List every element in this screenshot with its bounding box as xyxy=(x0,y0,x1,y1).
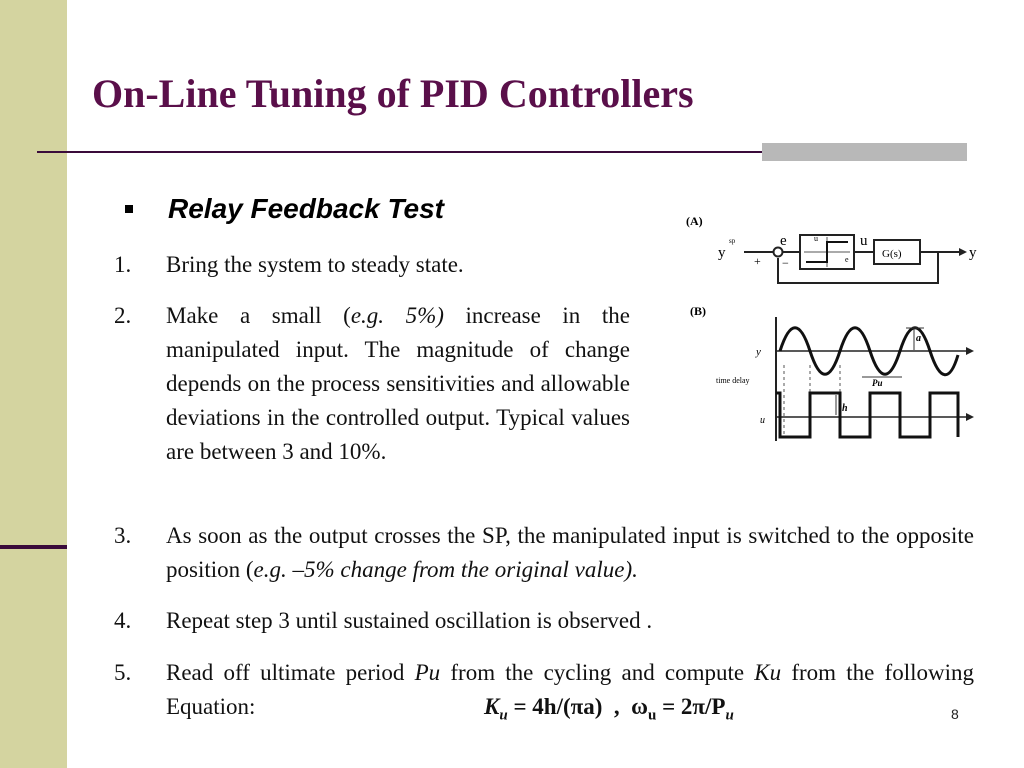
bullet-square-icon xyxy=(125,205,133,213)
y-plot-label: y xyxy=(755,346,761,358)
eq-k: K xyxy=(484,694,500,719)
y-oscillation-wave xyxy=(778,326,960,377)
step-text-part: increase in the manipulated input. The m… xyxy=(166,303,630,464)
step-number: 2. xyxy=(114,303,132,328)
step-number: 5. xyxy=(114,660,132,685)
eq-w: ω xyxy=(631,694,648,719)
slide-title: On-Line Tuning of PID Controllers xyxy=(92,71,694,116)
u-axis-arrow-icon xyxy=(966,413,974,421)
sp-mark: sp xyxy=(729,237,736,245)
error-label: e xyxy=(780,233,787,249)
eq-k-rhs: = 4h/(πa) xyxy=(507,694,603,719)
title-underline xyxy=(37,151,967,153)
step-text: Make a small (e.g. 5%) increase in the m… xyxy=(166,299,630,469)
eq-p-sub: u xyxy=(725,707,734,724)
block-input-y: y xyxy=(718,245,726,261)
minus-sign: − xyxy=(782,256,789,270)
step-text-part: Make a small ( xyxy=(166,303,351,328)
y-axis-arrow-icon xyxy=(966,347,974,355)
step-text-italic: e.g. 5%) xyxy=(350,303,444,328)
step-text-part: from the cycling and compute xyxy=(440,660,755,685)
summing-junction xyxy=(772,246,784,258)
feedback-path xyxy=(777,252,939,284)
eq-sep: , xyxy=(602,694,632,719)
relay-characteristic xyxy=(806,241,848,263)
step-text-part: Read off ultimate period xyxy=(166,660,415,685)
left-decorative-band xyxy=(0,0,67,768)
step-number: 4. xyxy=(114,608,132,633)
period-label: Pu xyxy=(872,378,883,388)
step-text: As soon as the output crosses the SP, th… xyxy=(166,519,974,587)
step-number: 3. xyxy=(114,523,132,548)
step-text-part: from the following Equation: xyxy=(166,660,974,719)
step-text: Repeat step 3 until sustained oscillatio… xyxy=(166,608,653,633)
equation: Ku = 4h/(πa) , ωu = 2π/Pu xyxy=(484,690,814,733)
subheading: Relay Feedback Test xyxy=(168,193,444,224)
amplitude-label: a xyxy=(916,333,921,344)
plant-label: G(s) xyxy=(882,248,902,260)
step-text-italic: Pu xyxy=(414,660,441,685)
eq-w-sub: u xyxy=(647,707,657,724)
step-number: 1. xyxy=(114,252,132,277)
u-signal-label: u xyxy=(860,233,868,249)
step-text-italic: Ku xyxy=(754,660,782,685)
eq-k-sub: u xyxy=(499,707,508,724)
output-arrow-icon xyxy=(959,248,967,256)
relay-e-label: e xyxy=(845,255,849,264)
relay-feedback-figure: (A) y sp + − e u e u G(s) y (B) y a Pu t… xyxy=(686,214,977,441)
time-delay-label: time delay xyxy=(716,376,750,385)
step-text: Read off ultimate period Pu from the cyc… xyxy=(166,656,974,724)
step-text-part: As soon as the output crosses the SP, th… xyxy=(166,523,974,582)
u-square-wave xyxy=(776,391,960,439)
left-accent-line xyxy=(0,545,67,549)
figure-label-a: (A) xyxy=(686,214,703,228)
eq-w-rhs: = 2π/P xyxy=(656,694,726,719)
step-text: Bring the system to steady state. xyxy=(166,252,464,277)
u-plot-label: u xyxy=(760,415,765,426)
relay-u-label: u xyxy=(814,234,818,243)
step-text-italic: e.g. –5% change from the original value)… xyxy=(253,557,638,582)
figure-label-b: (B) xyxy=(690,304,706,318)
relay-height-label: h xyxy=(842,403,848,414)
block-output-y: y xyxy=(969,245,977,261)
title-gray-bar xyxy=(762,143,967,161)
page-number: 8 xyxy=(951,706,959,722)
plus-sign: + xyxy=(754,254,761,268)
